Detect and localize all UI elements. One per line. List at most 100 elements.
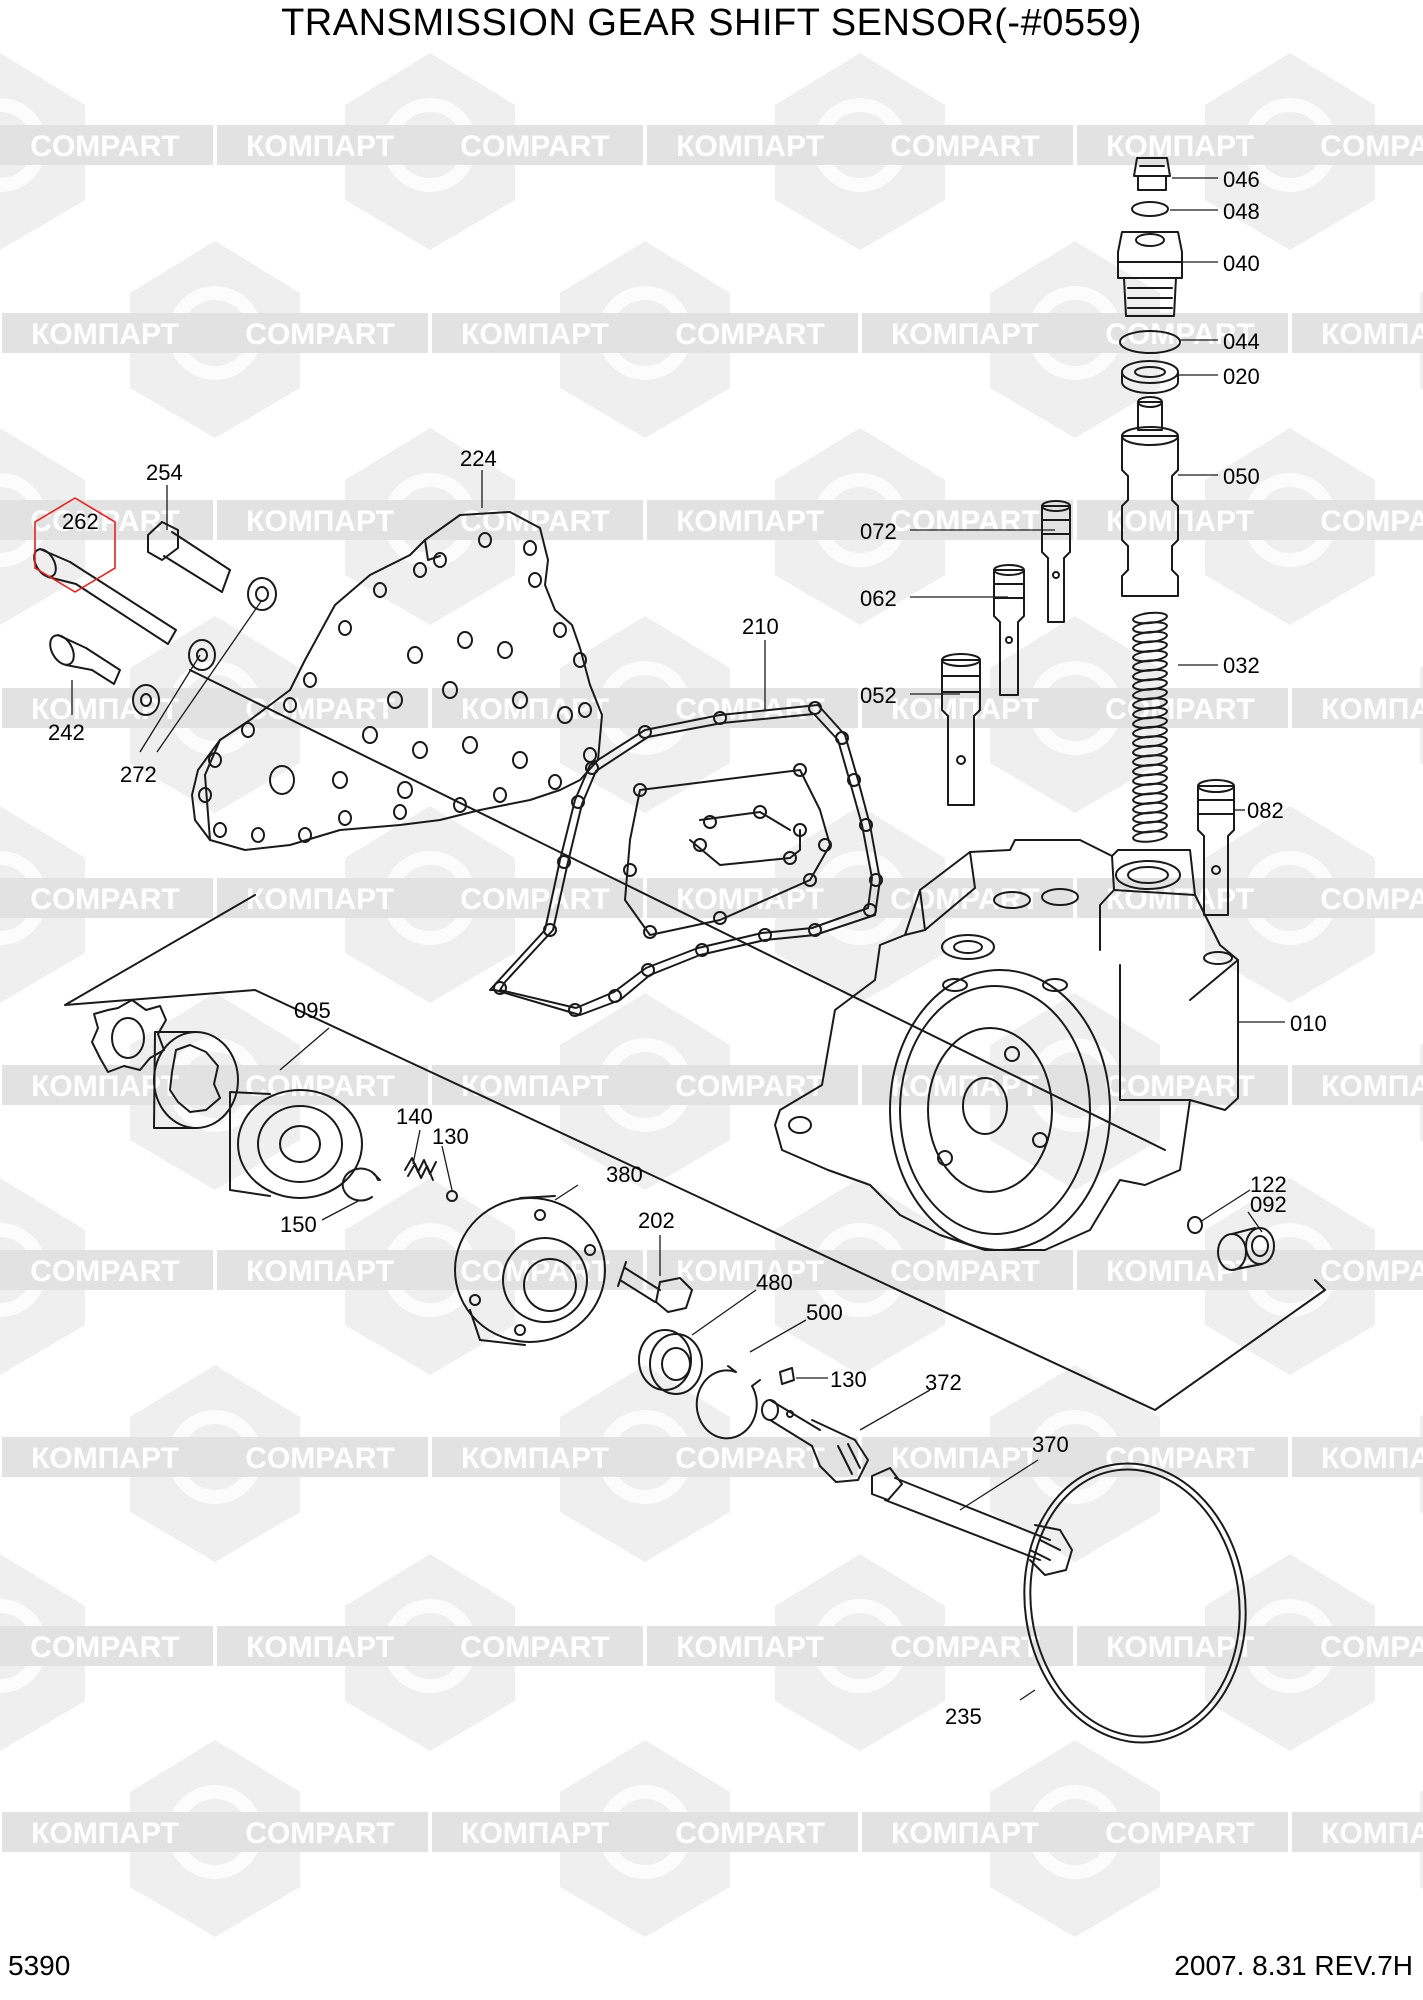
watermark-text-cyrillic: КОМПАРТ [891, 1070, 1039, 1103]
part-label-272[interactable]: 272 [120, 762, 157, 787]
part-label-044[interactable]: 044 [1223, 329, 1260, 354]
snap-ring-150[interactable] [341, 1167, 381, 1202]
part-label-048[interactable]: 048 [1223, 199, 1260, 224]
gear-set-095[interactable] [91, 999, 363, 1199]
sleeve-072[interactable] [1041, 500, 1071, 623]
shaft-370[interactable] [871, 1467, 1073, 1576]
watermark-text-cyrillic: КОМПАРТ [676, 505, 824, 538]
ball-130-lower[interactable] [779, 1367, 795, 1385]
part-label-092[interactable]: 092 [1250, 1192, 1287, 1217]
ball-130-upper[interactable] [446, 1190, 458, 1202]
seal-020[interactable] [1121, 360, 1179, 394]
pin-122[interactable] [1187, 1216, 1203, 1234]
part-label-140[interactable]: 140 [396, 1104, 433, 1129]
watermark-text-latin: COMPART [460, 1255, 609, 1288]
part-label-050[interactable]: 050 [1223, 464, 1260, 489]
assembly-outline-upper [189, 669, 1166, 1151]
part-label-372[interactable]: 372 [925, 1370, 962, 1395]
watermark-text-latin: COMPART [1320, 1631, 1423, 1664]
bushing-092[interactable] [1217, 1227, 1275, 1271]
watermark-text-cyrillic: КОМПАРТ [1106, 1255, 1254, 1288]
watermark-text-latin: COMPART [890, 1255, 1039, 1288]
sleeve-062[interactable] [993, 564, 1025, 696]
part-label-150[interactable]: 150 [280, 1212, 317, 1237]
cover-plate-224[interactable] [191, 511, 603, 851]
part-label-202[interactable]: 202 [638, 1208, 675, 1233]
watermark-text-cyrillic: КОМПАРТ [31, 318, 179, 351]
part-label-130a[interactable]: 130 [432, 1124, 469, 1149]
shaft-372[interactable] [761, 1399, 869, 1483]
o-ring-044[interactable] [1119, 330, 1181, 354]
plug-046[interactable] [1133, 157, 1171, 191]
bolt-262[interactable] [30, 546, 177, 645]
o-ring-048[interactable] [1131, 201, 1169, 217]
watermark-text-cyrillic: КОМПАРТ [1106, 1631, 1254, 1664]
part-label-235[interactable]: 235 [945, 1704, 982, 1729]
watermark-text-cyrillic: КОМПАРТ [891, 1442, 1039, 1475]
watermark-text-latin: COMPART [460, 883, 609, 916]
watermark-text-cyrillic: КОМПАРТ [246, 1631, 394, 1664]
part-label-032[interactable]: 032 [1223, 653, 1260, 678]
part-label-210[interactable]: 210 [742, 614, 779, 639]
watermark-text-latin: COMPART [1105, 1817, 1254, 1850]
sleeve-052[interactable] [941, 653, 981, 806]
circlip-500[interactable] [695, 1365, 761, 1440]
assembly-outline-lower [64, 894, 1326, 1411]
valve-housing-010[interactable] [774, 839, 1239, 1251]
bolt-254[interactable] [147, 521, 231, 593]
washers-272[interactable] [132, 577, 277, 716]
gasket-210[interactable] [489, 701, 883, 1017]
watermark-text-cyrillic: КОМПАРТ [31, 1442, 179, 1475]
watermark-text-cyrillic: КОМПАРТ [246, 130, 394, 163]
part-label-262[interactable]: 262 [62, 509, 99, 534]
part-label-010[interactable]: 010 [1290, 1011, 1327, 1036]
sleeve-082[interactable] [1197, 779, 1235, 916]
part-label-082[interactable]: 082 [1247, 798, 1284, 823]
flange-380[interactable] [454, 1195, 606, 1346]
bearing-480[interactable] [638, 1329, 703, 1395]
part-label-046[interactable]: 046 [1223, 167, 1260, 192]
part-label-370[interactable]: 370 [1032, 1432, 1069, 1457]
part-labels: 046 048 040 044 020 050 072 062 032 052 082 010 254 2… [48, 167, 1327, 1729]
screw-242[interactable] [45, 631, 121, 685]
part-label-122[interactable]: 122 [1250, 1172, 1287, 1197]
watermark-text-cyrillic: КОМПАРТ [676, 130, 824, 163]
watermark-text-cyrillic: КОМПАРТ [31, 1817, 179, 1850]
part-label-380[interactable]: 380 [606, 1162, 643, 1187]
watermark-text-latin: COMPART [1320, 505, 1423, 538]
part-label-072[interactable]: 072 [860, 519, 897, 544]
part-label-242[interactable]: 242 [48, 720, 85, 745]
watermark-text-latin: COMPART [890, 1631, 1039, 1664]
part-label-254[interactable]: 254 [146, 460, 183, 485]
part-label-062[interactable]: 062 [860, 586, 897, 611]
part-label-095[interactable]: 095 [294, 998, 331, 1023]
part-label-224[interactable]: 224 [460, 446, 497, 471]
part-label-480[interactable]: 480 [756, 1270, 793, 1295]
spring-140[interactable] [404, 1157, 437, 1181]
part-label-500[interactable]: 500 [806, 1300, 843, 1325]
bolt-202[interactable] [617, 1261, 693, 1313]
fitting-040[interactable] [1117, 231, 1183, 317]
part-label-052[interactable]: 052 [860, 683, 897, 708]
part-label-040[interactable]: 040 [1223, 251, 1260, 276]
valve-spool-050[interactable] [1121, 396, 1179, 597]
spring-032[interactable] [1132, 611, 1168, 843]
o-ring-235[interactable] [1007, 1449, 1264, 1757]
part-label-020[interactable]: 020 [1223, 364, 1260, 389]
part-label-130b[interactable]: 130 [830, 1367, 867, 1392]
